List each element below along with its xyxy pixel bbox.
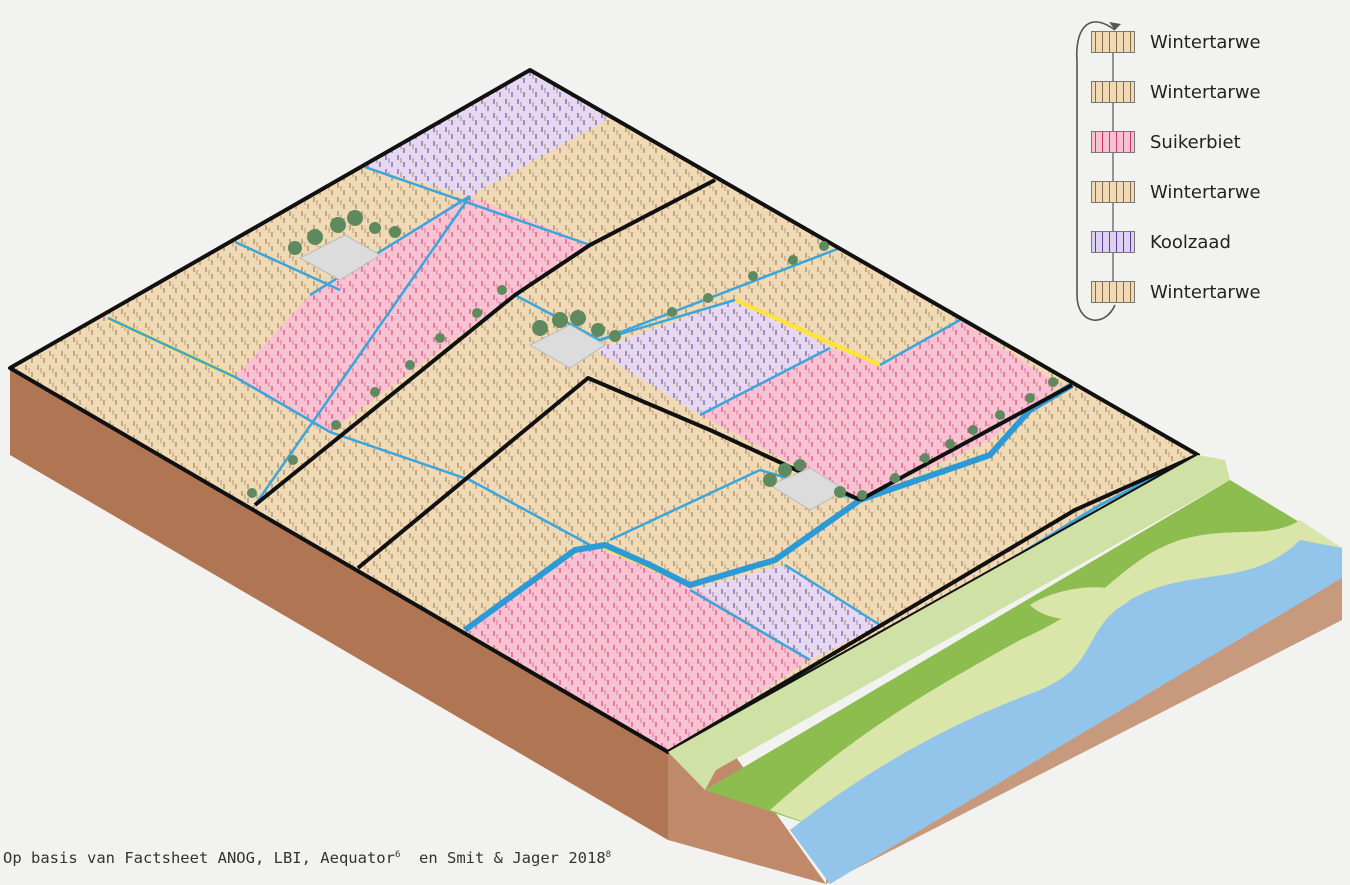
legend-swatch-rapeseed: [1091, 231, 1135, 253]
legend-label: Wintertarwe: [1150, 182, 1261, 203]
legend-swatch-beet: [1091, 131, 1135, 153]
source-ref-2: 8: [606, 850, 611, 860]
legend-label: Wintertarwe: [1150, 32, 1261, 53]
source-prefix: Op basis van Factsheet ANOG, LBI, Aequat…: [3, 849, 395, 867]
legend-swatch-wheat: [1091, 81, 1135, 103]
legend-label: Suikerbiet: [1150, 132, 1241, 153]
legend-label: Wintertarwe: [1150, 82, 1261, 103]
source-caption: Op basis van Factsheet ANOG, LBI, Aequat…: [3, 849, 611, 867]
legend-label: Wintertarwe: [1150, 282, 1261, 303]
legend-swatch-wheat: [1091, 281, 1135, 303]
source-middle: en Smit & Jager 2018: [400, 849, 605, 867]
crop-rotation-legend: Wintertarwe Wintertarwe Suikerbiet Winte…: [1075, 10, 1335, 325]
legend-label: Koolzaad: [1150, 232, 1231, 253]
legend-swatch-wheat: [1091, 181, 1135, 203]
rotation-cycle-arrow: [1075, 10, 1135, 325]
legend-swatch-wheat: [1091, 31, 1135, 53]
